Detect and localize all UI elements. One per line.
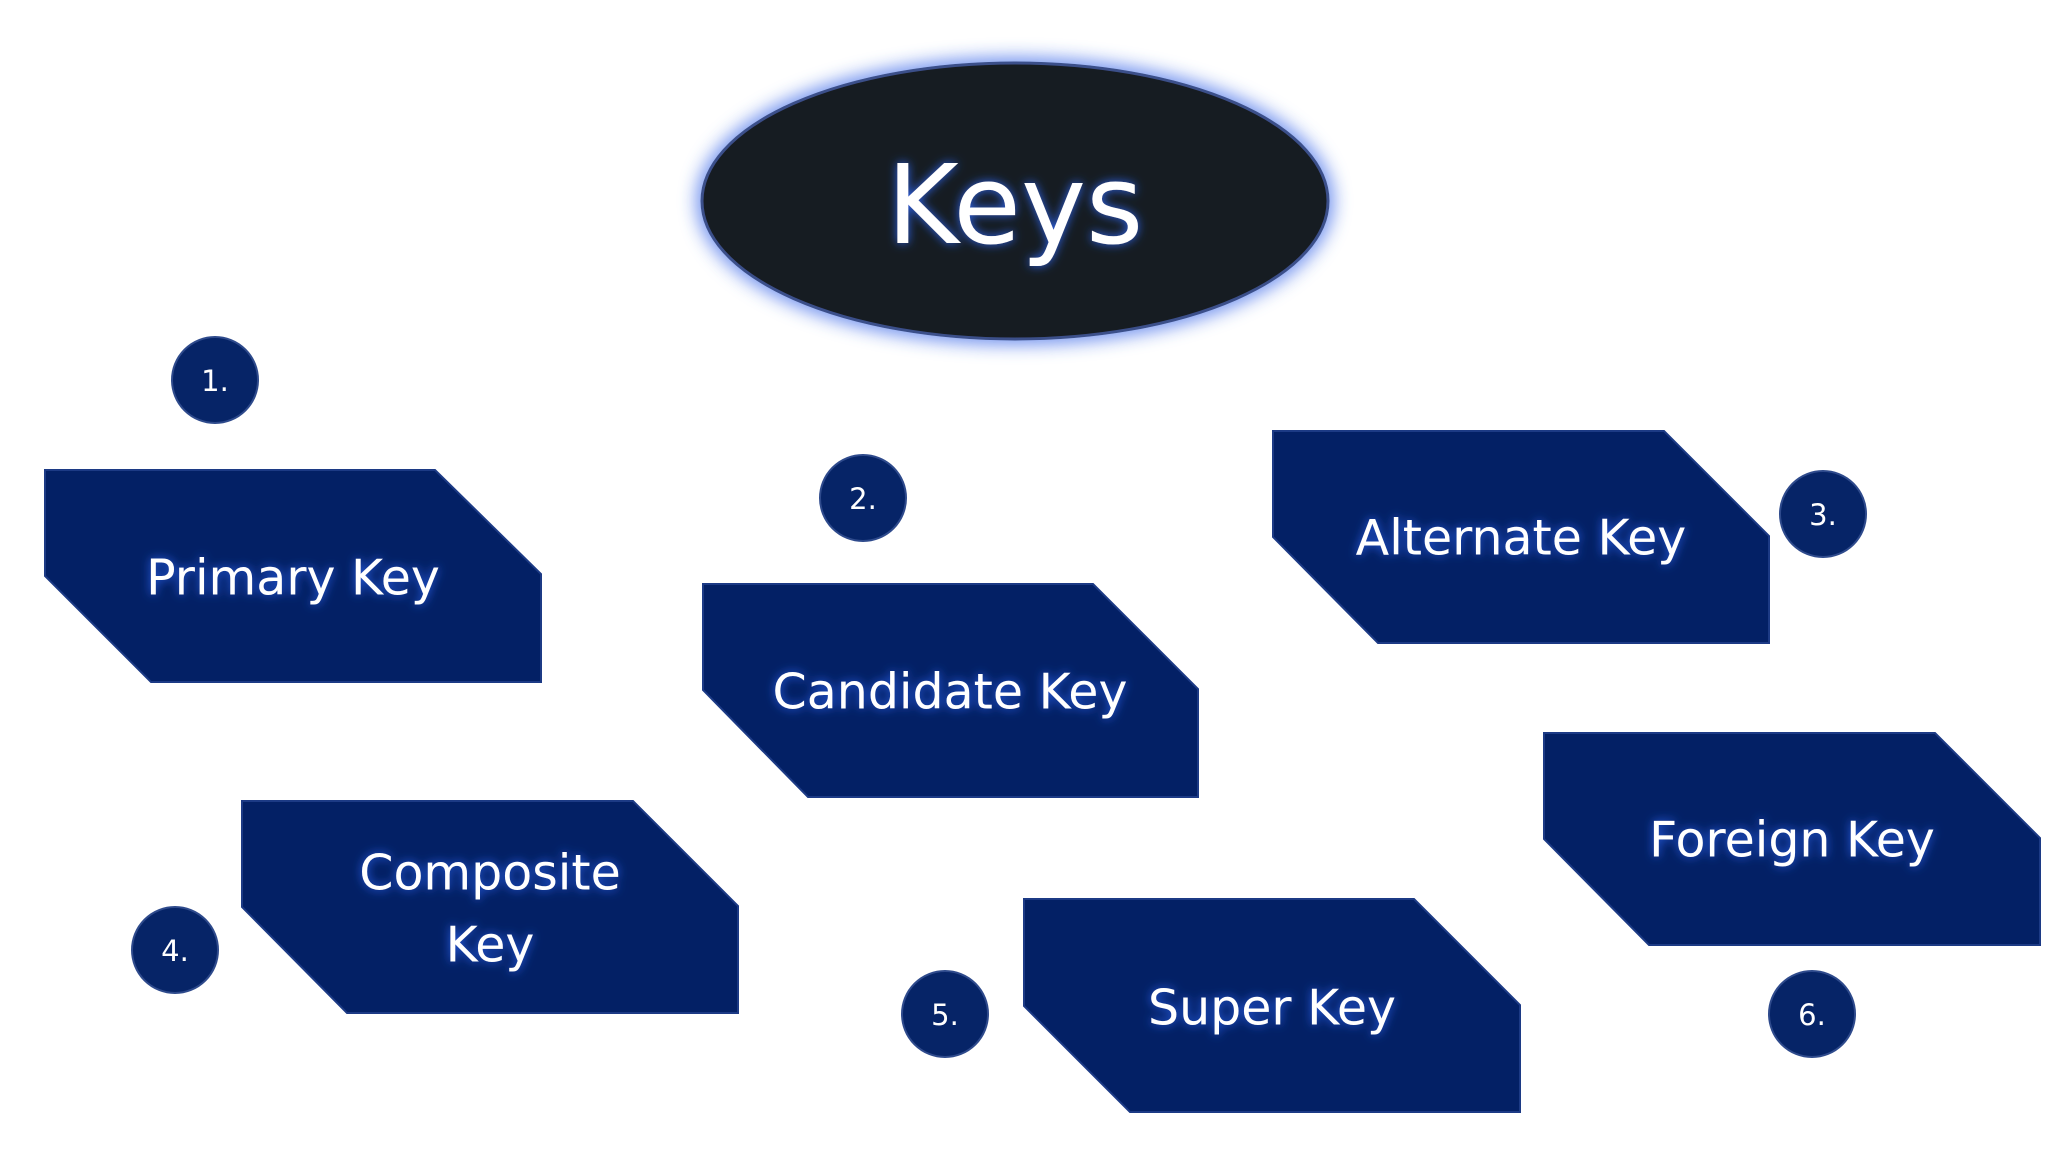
number-badge-5 xyxy=(901,970,989,1058)
number-badge-2 xyxy=(819,454,907,542)
title-label: Keys xyxy=(887,141,1144,269)
primary-key-shape xyxy=(44,469,542,683)
composite-key-label-line-1: Composite xyxy=(359,845,621,902)
primary-key-label: Primary Key xyxy=(146,550,440,607)
composite-key-shape xyxy=(241,800,739,1014)
number-badge-5-label: 5. xyxy=(931,998,959,1032)
candidate-key-shape xyxy=(702,583,1199,798)
key-node-foreign: Foreign Key 6. xyxy=(1543,732,2041,1058)
title-node: Keys xyxy=(700,61,1330,341)
alternate-key-shape xyxy=(1272,430,1770,644)
key-node-composite: Composite Key 4. xyxy=(131,800,739,1014)
number-badge-6-label: 6. xyxy=(1798,998,1826,1032)
number-badge-1-label: 1. xyxy=(201,364,229,398)
number-badge-1 xyxy=(171,336,259,424)
composite-key-label-line-2: Key xyxy=(446,917,535,974)
key-node-candidate: Candidate Key 2. xyxy=(702,454,1199,798)
super-key-shape xyxy=(1023,898,1521,1113)
number-badge-3 xyxy=(1779,470,1867,558)
alternate-key-label: Alternate Key xyxy=(1356,510,1687,567)
number-badge-6 xyxy=(1768,970,1856,1058)
key-node-super: Super Key 5. xyxy=(901,898,1521,1113)
number-badge-2-label: 2. xyxy=(849,482,877,516)
super-key-label: Super Key xyxy=(1148,980,1396,1037)
number-badge-4-label: 4. xyxy=(161,934,189,968)
key-node-alternate: Alternate Key 3. xyxy=(1272,430,1867,644)
foreign-key-shape xyxy=(1543,732,2041,946)
number-badge-3-label: 3. xyxy=(1809,498,1837,532)
title-oval xyxy=(700,61,1330,341)
candidate-key-label: Candidate Key xyxy=(773,664,1128,721)
foreign-key-label: Foreign Key xyxy=(1649,812,1935,869)
key-node-primary: Primary Key 1. xyxy=(44,336,542,683)
number-badge-4 xyxy=(131,906,219,994)
